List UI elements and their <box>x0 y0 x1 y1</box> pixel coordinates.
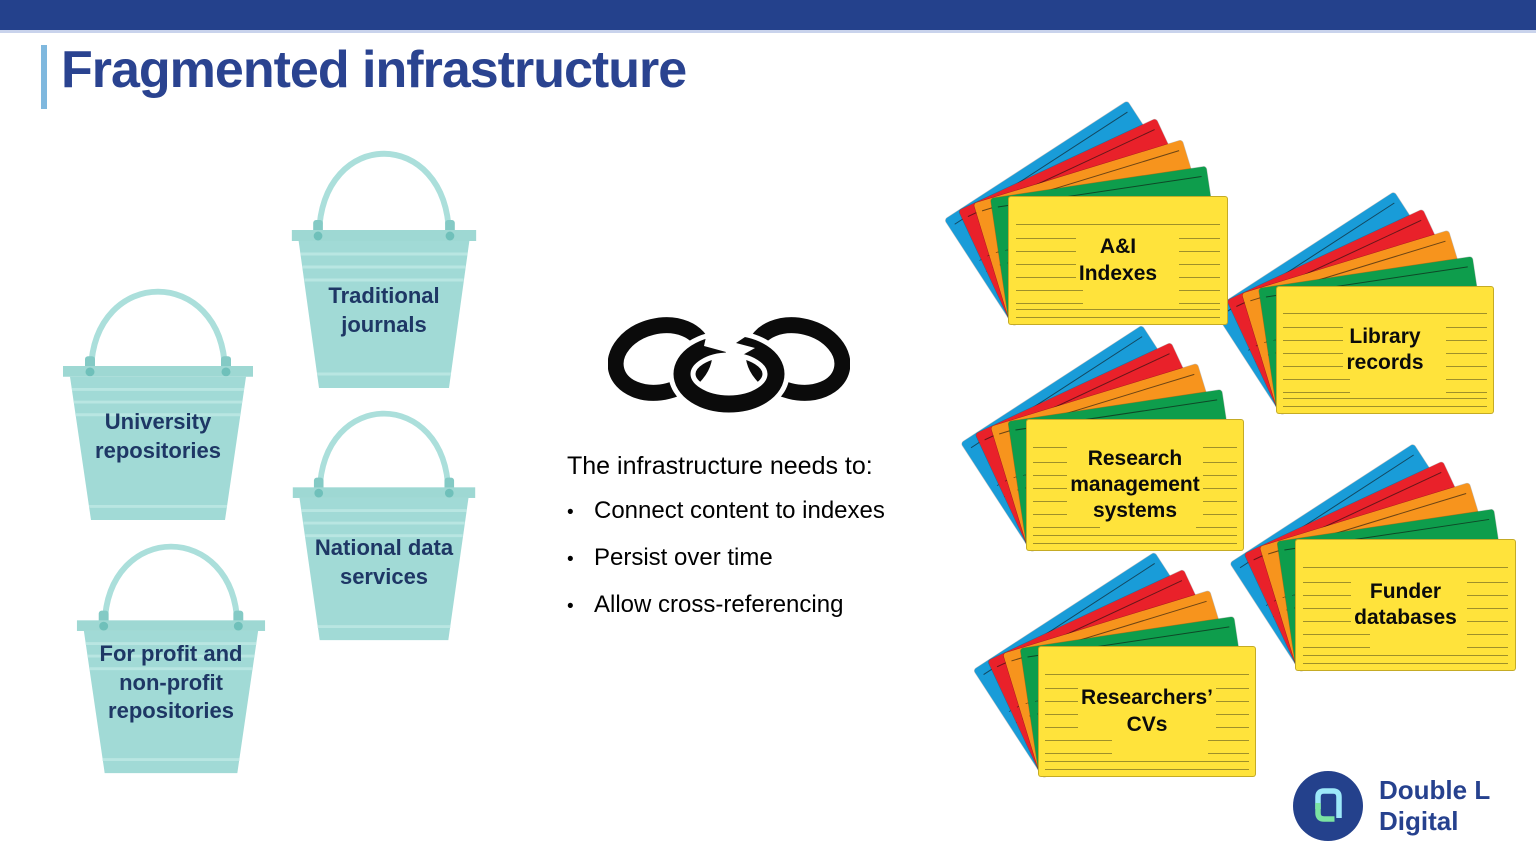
index-card-front: A&I Indexes <box>1008 196 1228 325</box>
bucket-traditional-journals: Traditional journals <box>287 150 481 390</box>
card-stack-research-management-systems: Research management systems <box>960 325 1244 553</box>
bullet-item: • Connect content to indexes <box>567 497 885 525</box>
card-stack-library-records: Library records <box>1213 191 1494 416</box>
bullet-text: Allow cross-referencing <box>594 591 844 618</box>
bullet-item: • Persist over time <box>567 544 885 572</box>
bullet-icon: • <box>567 502 574 523</box>
card-stack-label: Researchers’ CVs <box>1039 647 1255 776</box>
bucket-label: Traditional journals <box>328 283 440 337</box>
broken-chain-icon <box>607 312 851 418</box>
bullet-text: Connect content to indexes <box>594 497 885 524</box>
top-accent-bar <box>0 0 1536 33</box>
bullet-item: • Allow cross-referencing <box>567 591 885 619</box>
bucket-icon <box>291 150 477 388</box>
infrastructure-bullet-list: • Connect content to indexes • Persist ove… <box>567 497 885 619</box>
index-card-front: Research management systems <box>1026 419 1244 551</box>
card-stack-label: Funder databases <box>1296 540 1515 670</box>
bullet-icon: • <box>567 549 574 570</box>
card-stack-researchers-cvs: Researchers’ CVs <box>973 552 1256 779</box>
page-title: Fragmented infrastructure <box>61 41 687 99</box>
bullet-icon: • <box>567 596 574 617</box>
index-card-front: Funder databases <box>1295 539 1516 671</box>
bucket-icon <box>63 288 253 521</box>
index-card-front: Researchers’ CVs <box>1038 646 1256 777</box>
logo-text-line2: Digital <box>1379 806 1459 836</box>
logo-text: Double L Digital <box>1379 775 1490 836</box>
bucket-label: National data services <box>314 535 454 589</box>
bucket-label: For profit and non-profit repositories <box>99 641 243 724</box>
card-stack-label: Research management systems <box>1027 420 1243 550</box>
bucket-icon <box>292 410 476 641</box>
bucket-national-data-services: National data services <box>288 410 480 642</box>
logo-text-line1: Double L <box>1379 775 1491 806</box>
title-accent-bar <box>41 45 47 109</box>
card-stack-label: Library records <box>1277 287 1493 413</box>
bucket-university-repositories: University repositories <box>58 288 258 522</box>
bucket-icon <box>76 543 266 774</box>
card-stack-funder-databases: Funder databases <box>1229 443 1516 673</box>
card-stack-ai-indexes: A&I Indexes <box>944 100 1228 327</box>
index-card-front: Library records <box>1276 286 1494 414</box>
bullet-text: Persist over time <box>594 544 773 571</box>
company-logo: Double L Digital <box>1292 770 1490 842</box>
double-l-logo-icon <box>1293 771 1363 841</box>
bucket-label: University repositories <box>95 409 221 463</box>
bucket-for-profit-and-non-profit-repositories: For profit and non-profit repositories <box>72 543 270 775</box>
infrastructure-heading: The infrastructure needs to: <box>567 452 873 480</box>
card-stack-label: A&I Indexes <box>1009 197 1227 324</box>
